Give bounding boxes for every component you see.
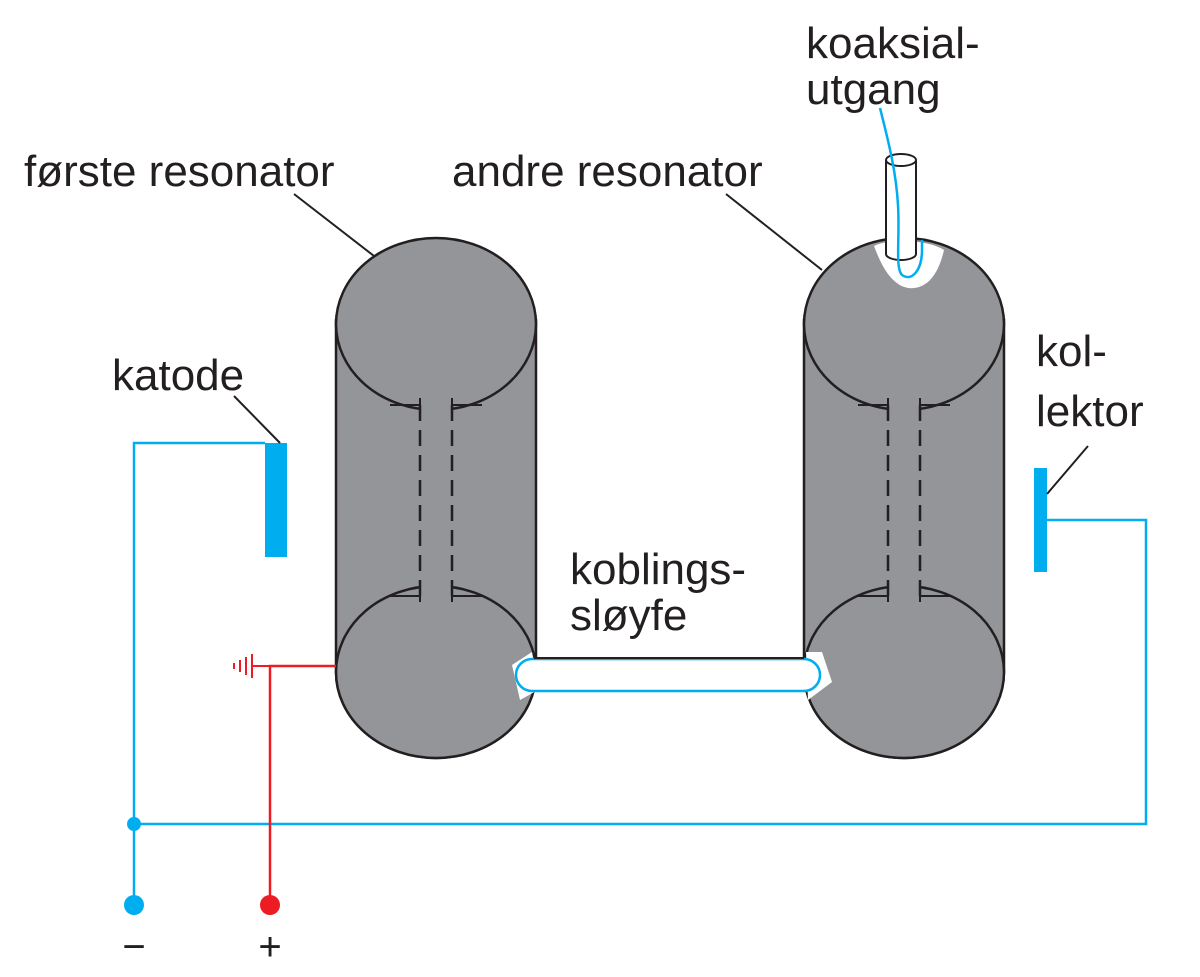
- coaxial-output: [878, 107, 924, 279]
- collector-plate-icon: [1034, 468, 1047, 572]
- label-coax-line1: koaksial-: [806, 19, 980, 68]
- leader-second-resonator: [725, 193, 823, 271]
- label-loop-line2: sløyfe: [570, 591, 687, 640]
- cathode-collector-circuit: [124, 441, 1148, 915]
- label-collector-line1: kol-: [1036, 327, 1107, 376]
- second-resonator: [802, 236, 1006, 760]
- minus-terminal: [124, 895, 144, 915]
- coupling-loop: [512, 652, 832, 700]
- label-plus: +: [258, 925, 281, 969]
- leader-cathode: [233, 395, 281, 444]
- first-resonator: [334, 236, 538, 760]
- coax-wire: [878, 107, 924, 279]
- label-cathode: katode: [112, 351, 244, 400]
- label-loop-line1: koblings-: [570, 545, 746, 594]
- label-minus: −: [122, 925, 145, 969]
- plus-terminal: [260, 895, 280, 915]
- cathode-plate-icon: [265, 443, 287, 557]
- label-coax-line2: utgang: [806, 65, 941, 114]
- leader-collector: [1046, 445, 1089, 495]
- supply-circuit: [233, 654, 336, 915]
- leader-first-resonator: [293, 193, 375, 257]
- label-second-resonator: andre resonator: [452, 147, 763, 196]
- ground-symbol-icon: [233, 654, 270, 678]
- label-first-resonator: første resonator: [24, 147, 335, 196]
- label-collector-line2: lektor: [1036, 387, 1144, 436]
